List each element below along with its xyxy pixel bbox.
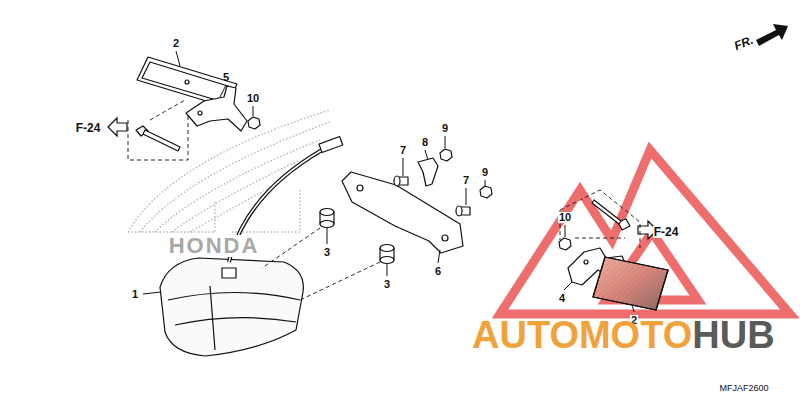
leader-line bbox=[143, 51, 634, 312]
taillight bbox=[160, 258, 303, 356]
watermark: HUB bbox=[692, 316, 774, 354]
callout-number: 6 bbox=[435, 266, 441, 277]
reference-label: F-24 bbox=[76, 122, 101, 134]
callout-number: 7 bbox=[463, 175, 469, 186]
callout-number: 9 bbox=[442, 123, 448, 134]
callout-number: 1 bbox=[132, 289, 138, 300]
clip bbox=[418, 158, 438, 186]
callout-number: 4 bbox=[558, 293, 566, 304]
callout-number: 3 bbox=[324, 247, 330, 258]
diagram-code: MFJAF2600 bbox=[719, 384, 768, 393]
reference-arrow bbox=[108, 118, 127, 136]
callout-number: 2 bbox=[173, 38, 179, 49]
watermark: HONDA bbox=[168, 235, 261, 257]
grommet bbox=[320, 209, 334, 228]
direction-label: FR. bbox=[733, 34, 755, 52]
nut bbox=[440, 149, 452, 161]
bolt bbox=[136, 126, 180, 151]
honda-wing-watermark bbox=[128, 110, 330, 232]
callout-number: 8 bbox=[422, 137, 428, 148]
nut bbox=[559, 238, 571, 250]
bolt bbox=[394, 176, 408, 186]
callout-number: 7 bbox=[400, 145, 406, 156]
callout-number: 10 bbox=[247, 93, 259, 104]
guide-line bbox=[128, 100, 640, 300]
grommet bbox=[380, 245, 394, 264]
callout-number: 3 bbox=[384, 279, 390, 290]
bracket bbox=[342, 172, 463, 253]
bolt bbox=[592, 200, 630, 230]
bracket bbox=[186, 86, 247, 131]
nut bbox=[480, 186, 492, 198]
front-arrow bbox=[756, 24, 788, 46]
watermark: AUTOMOTO bbox=[472, 316, 692, 354]
reference-label: F-24 bbox=[653, 226, 680, 238]
triangle-watermark bbox=[500, 150, 790, 314]
nut bbox=[248, 117, 260, 129]
callout-number: 5 bbox=[223, 72, 229, 83]
callout-number: 10 bbox=[558, 212, 572, 223]
reflector bbox=[593, 257, 668, 310]
bolt bbox=[456, 206, 470, 216]
connector bbox=[319, 137, 343, 153]
callout-number: 9 bbox=[482, 167, 488, 178]
